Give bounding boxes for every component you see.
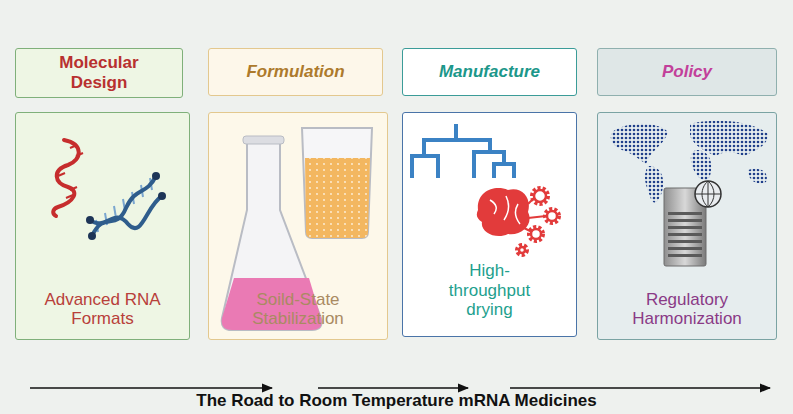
tree-diagram xyxy=(412,126,514,176)
rna-strand-part xyxy=(53,140,79,216)
server-rack-part xyxy=(664,188,706,266)
dna-helix-part-part xyxy=(150,178,152,190)
beaker xyxy=(302,128,372,238)
stage-title: Policy xyxy=(662,62,712,82)
brain-gears-part-part xyxy=(517,245,527,255)
stage-content-box: Advanced RNA Formats xyxy=(15,112,190,340)
erlenmeyer-flask xyxy=(222,136,322,330)
stage-label: Regulatory Harmonization xyxy=(606,290,768,329)
server-rack-part-part xyxy=(668,240,702,243)
stage-content-box: High-throughput drying xyxy=(402,112,577,337)
rna-strand-part-part xyxy=(76,153,83,156)
server-rack-part-part xyxy=(668,233,702,236)
dna-helix-part xyxy=(152,172,160,180)
dna-helix-part-part xyxy=(96,220,98,232)
world-map xyxy=(611,121,768,203)
brain-gears-part-part xyxy=(547,211,557,221)
dna-helix-part-part xyxy=(114,206,116,218)
dna-helix-part xyxy=(90,196,162,228)
server-rack-part xyxy=(668,212,702,257)
world-map-part xyxy=(748,169,767,184)
bottom-arrows-part xyxy=(318,387,468,389)
brain-gears-part-part xyxy=(545,209,559,223)
stage-header-box: Molecular Design xyxy=(15,48,183,98)
stage-label: Soild-State Stabilization xyxy=(218,290,378,329)
dna-helix xyxy=(86,172,166,240)
rna-strand-part-part xyxy=(66,195,73,198)
dna-helix-part-part xyxy=(141,185,143,197)
dna-helix-part xyxy=(86,216,94,224)
server-rack xyxy=(664,181,721,266)
stage-content-box: Regulatory Harmonization xyxy=(597,112,777,340)
erlenmeyer-flask-part xyxy=(222,278,322,330)
brain-gears-part-part xyxy=(534,190,546,202)
dna-helix-part-part xyxy=(123,199,125,211)
brain-gears-part xyxy=(490,196,520,224)
server-rack-part-part xyxy=(668,254,702,257)
erlenmeyer-flask-part xyxy=(243,136,284,144)
brain-gears-part xyxy=(477,188,530,236)
stage-label: High-throughput drying xyxy=(434,261,546,320)
world-map-part xyxy=(691,150,711,180)
stage-header-box: Policy xyxy=(597,48,777,96)
bottom-arrows xyxy=(30,388,770,389)
brain-gears-part-part xyxy=(529,227,543,241)
world-map-part xyxy=(611,124,668,164)
rna-strand-part-part xyxy=(58,173,65,176)
stage-content-box: Soild-State Stabilization xyxy=(208,112,388,340)
diagram-title: The Road to Room Temperature mRNA Medici… xyxy=(0,391,793,411)
brain-gears-part-part xyxy=(532,188,548,204)
stage-title: Manufacture xyxy=(439,62,540,82)
stage-label: Advanced RNA Formats xyxy=(33,290,173,329)
dna-helix-part xyxy=(96,178,152,232)
server-rack-part-part xyxy=(668,247,702,250)
world-map-part xyxy=(690,121,768,156)
dna-helix-part-part xyxy=(132,192,134,204)
beaker-part xyxy=(305,158,370,238)
rna-strand-part-part xyxy=(70,187,77,190)
dna-helix-part xyxy=(158,192,166,200)
rna-strand-part-part xyxy=(70,145,77,148)
brain-gears-part-part xyxy=(531,229,541,239)
server-rack-part-part xyxy=(668,212,702,215)
server-rack-part xyxy=(695,181,721,207)
brain-gears-part-part xyxy=(519,247,525,253)
brain-gears-part-part xyxy=(524,198,546,232)
brain-gears-part xyxy=(517,188,559,255)
server-rack-part xyxy=(695,181,721,207)
stage-title: Molecular Design xyxy=(39,53,159,92)
beaker-part xyxy=(302,128,372,238)
erlenmeyer-flask-part xyxy=(222,142,322,330)
rna-strand xyxy=(53,140,83,216)
stage-title: Formulation xyxy=(246,62,344,82)
beaker-part xyxy=(305,158,370,238)
stage-header-box: Manufacture xyxy=(402,48,577,96)
brain-gears xyxy=(477,188,559,255)
tree-diagram-part xyxy=(412,126,514,176)
rna-strand-part xyxy=(58,145,83,198)
dna-helix-part xyxy=(88,232,96,240)
dna-helix-part xyxy=(92,176,156,236)
world-map-part xyxy=(645,166,663,202)
bottom-arrows-part xyxy=(30,387,272,389)
stage-header-box: Formulation xyxy=(208,48,383,96)
rna-strand-part-part xyxy=(62,165,69,168)
server-rack-part-part xyxy=(668,219,702,222)
server-rack-part-part xyxy=(668,226,702,229)
dna-helix-part-part xyxy=(105,213,107,225)
bottom-arrows-part xyxy=(510,387,770,389)
